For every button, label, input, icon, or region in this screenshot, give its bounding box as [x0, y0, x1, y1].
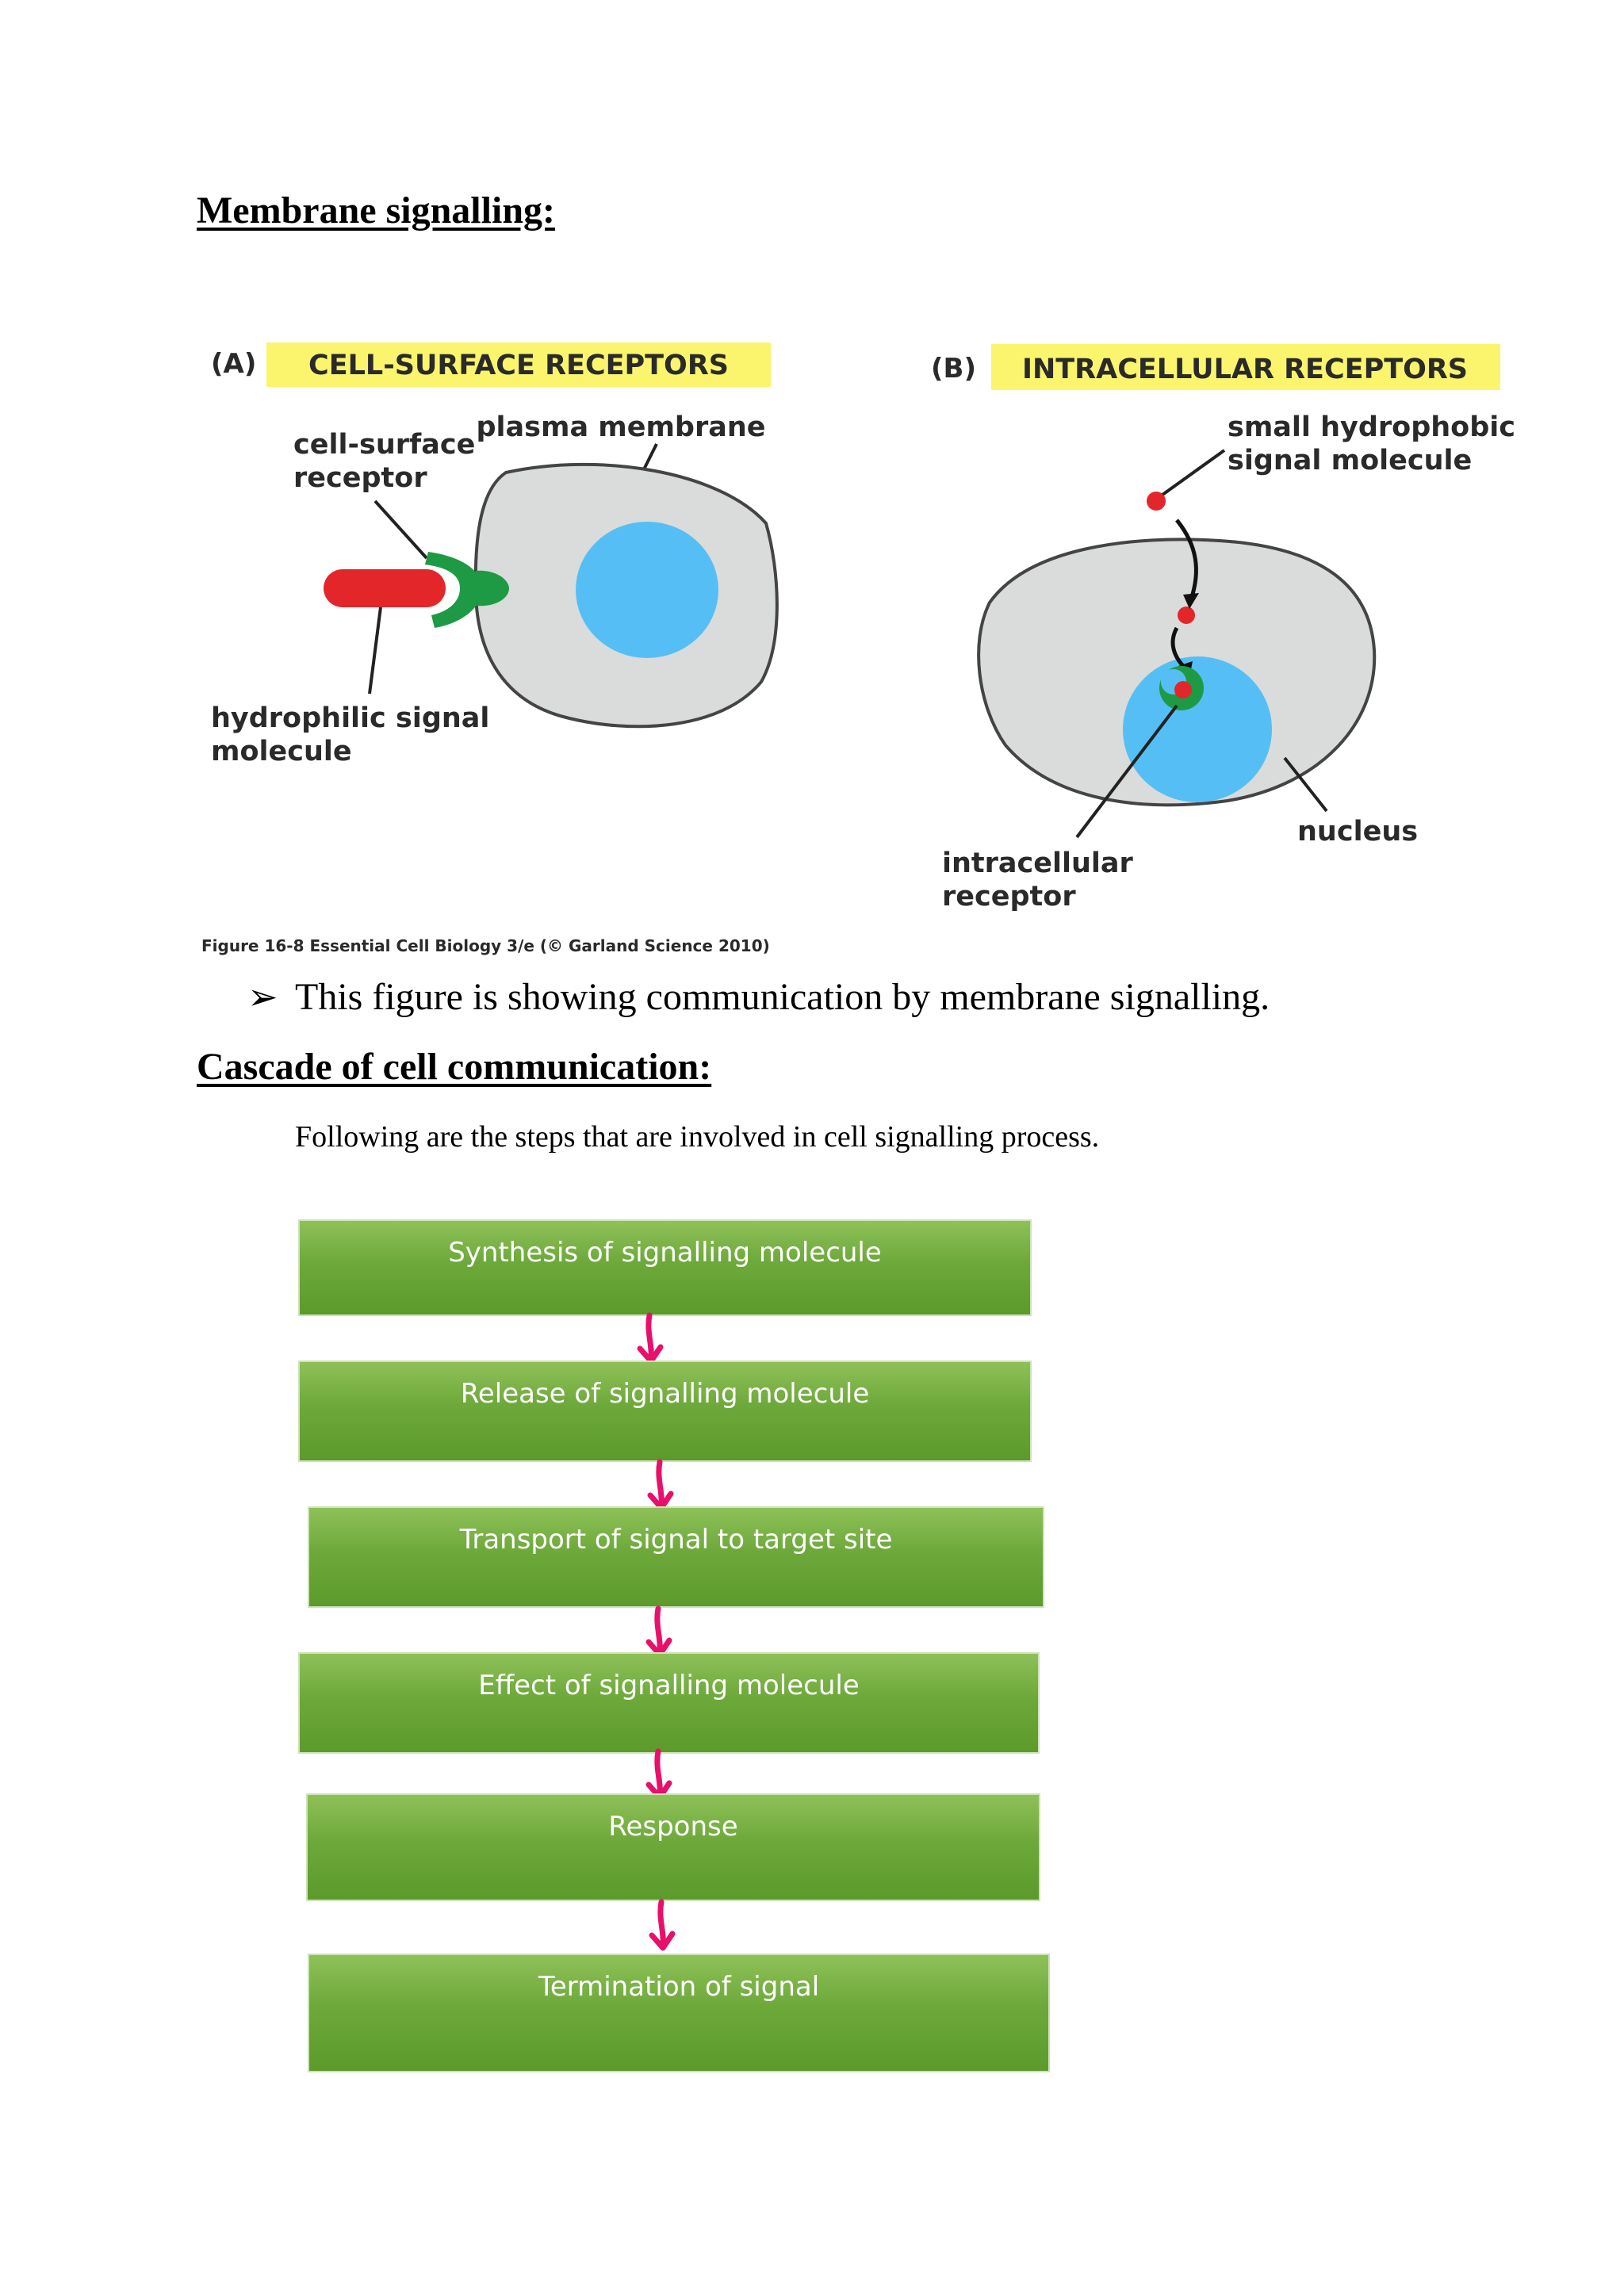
membrane-signalling-figure: (A) CELL-SURFACE RECEPTORS plasma membra… [197, 333, 1624, 967]
pointer-intracellular-receptor [1075, 704, 1178, 839]
flow-step-effect: Effect of signalling molecule [298, 1652, 1040, 1754]
pointer-cell-surface-receptor [373, 499, 428, 560]
hydrophobic-signal-outside [1147, 492, 1166, 511]
bullet-marker: ➢ [247, 977, 278, 1017]
bullet-text: This figure is showing communication by … [295, 976, 1270, 1018]
arrow-into-cell [1175, 519, 1198, 600]
hydrophobic-signal-cytoplasm [1178, 607, 1195, 624]
cascade-intro: Following are the steps that are involve… [295, 1120, 1100, 1154]
cascade-heading: Cascade of cell communication: [197, 1046, 712, 1088]
label-intracellular: intracellular [942, 848, 1134, 879]
nucleus-a [576, 522, 718, 658]
cell-surface-receptor-shape [425, 552, 482, 628]
label-small-hydrophobic: small hydrophobic [1228, 411, 1515, 443]
flow-step-synthesis: Synthesis of signalling molecule [298, 1219, 1032, 1316]
label-cell-surface: cell-surface [293, 429, 475, 461]
arrow-into-nucleus [1170, 626, 1186, 669]
flow-arrow-5 [649, 1899, 676, 1951]
figure-caption: Figure 16-8 Essential Cell Biology 3/e (… [201, 936, 770, 955]
label-receptor: receptor [293, 462, 427, 494]
flow-step-response: Response [306, 1793, 1040, 1901]
receptor-anchor [476, 570, 509, 607]
label-molecule: molecule [211, 736, 352, 767]
panel-b-title: INTRACELLULAR RECEPTORS [1022, 354, 1468, 385]
panel-a-title-highlight [266, 342, 771, 387]
pointer-hydrophilic-signal [368, 607, 382, 695]
membrane-signalling-heading: Membrane signalling: [197, 189, 555, 232]
label-plasma-membrane: plasma membrane [476, 411, 765, 443]
panel-b-letter: (B) [931, 353, 976, 385]
panel-b-title-highlight [991, 344, 1500, 390]
label-signal-molecule: signal molecule [1228, 445, 1472, 476]
arrow-into-cell-head [1183, 593, 1199, 609]
hydrophilic-signal-molecule [324, 569, 446, 607]
panel-a-letter: (A) [211, 348, 256, 380]
pointer-nucleus [1283, 756, 1328, 813]
label-hydrophilic-signal: hydrophilic signal [211, 702, 489, 734]
label-receptor-b: receptor [942, 881, 1076, 913]
bound-signal-molecule [1174, 681, 1192, 698]
panel-a-cell-surface-receptors: (A) CELL-SURFACE RECEPTORS plasma membra… [211, 342, 779, 767]
panel-a-title: CELL-SURFACE RECEPTORS [308, 350, 729, 381]
flow-step-termination: Termination of signal [308, 1954, 1050, 2072]
flow-step-transport: Transport of signal to target site [308, 1506, 1044, 1608]
label-nucleus: nucleus [1297, 816, 1418, 848]
flow-step-release: Release of signalling molecule [298, 1360, 1032, 1462]
panel-b-intracellular-receptors: (B) INTRACELLULAR RECEPTORS small hydrop… [931, 344, 1515, 913]
pointer-hydrophobic-signal [1161, 449, 1226, 496]
flow-arrow-1 [637, 1312, 664, 1364]
